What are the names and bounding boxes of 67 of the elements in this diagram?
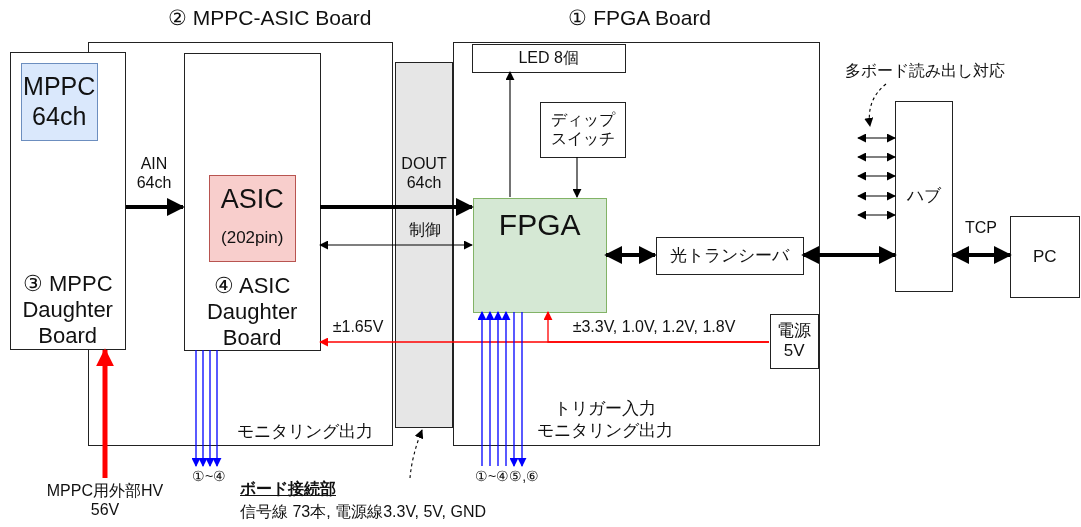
chip-title: FPGA: [497, 207, 582, 243]
led-box: [472, 44, 626, 73]
pc-box: [1010, 216, 1080, 298]
chip-box: [473, 198, 607, 313]
edge-label: ±1.65V: [331, 316, 385, 337]
arrow: [205, 349, 215, 467]
double-arrow: [857, 191, 896, 201]
box-label: ④ ASIC Daughter Board: [205, 272, 299, 351]
box-label: ハブ: [905, 185, 942, 208]
arrow: [191, 349, 201, 467]
box-label: LED 8個: [517, 47, 580, 68]
edge-label: AIN 64ch: [135, 154, 173, 193]
arrow: [501, 311, 511, 467]
chip-box: [209, 175, 296, 262]
board-label: モニタリング出力: [235, 420, 374, 443]
arrow: [505, 71, 515, 198]
chip-label: (202pin): [220, 226, 285, 249]
sensor-box: [21, 63, 98, 141]
board-label: モニタリング出力: [535, 419, 674, 442]
arrow: [212, 349, 222, 467]
edge-label: ±3.3V, 1.0V, 1.2V, 1.8V: [571, 316, 737, 337]
double-arrow: [801, 246, 897, 264]
note-text: MPPC用外部HV 56V: [35, 478, 175, 524]
leader-line: [409, 429, 424, 479]
arrow: [572, 156, 582, 198]
box-label: MPPC 64ch: [22, 71, 97, 132]
double-arrow: [951, 246, 1012, 264]
arrow: [517, 311, 527, 467]
arrow: [198, 349, 208, 467]
arrow: [493, 311, 503, 467]
daughter-board: [10, 52, 126, 350]
leader-line: [864, 83, 887, 127]
box-label: 電源5V: [776, 320, 813, 363]
hub-box: [895, 101, 953, 292]
arrow: [320, 198, 474, 216]
board-title: ① FPGA Board: [567, 5, 713, 32]
edge-label: DOUT 64ch: [400, 154, 448, 193]
note-text: 多ボード読み出し対応: [822, 58, 1027, 84]
daughter-board: [184, 53, 321, 351]
arrow: [509, 311, 519, 467]
chip-title: ASIC: [219, 182, 285, 216]
arrow: [126, 198, 185, 216]
switch-box: [540, 102, 626, 158]
transceiver-box: [656, 237, 804, 275]
power-supply-box: [770, 314, 819, 369]
board-label: トリガー入力: [552, 397, 657, 420]
double-arrow: [857, 171, 896, 181]
edge-label: 制御: [408, 219, 442, 240]
double-arrow: [857, 152, 896, 162]
box-label: ディップスイッチ: [549, 109, 617, 149]
board-title: ② MPPC-ASIC Board: [167, 5, 373, 32]
callout-number: ①~④: [182, 466, 236, 486]
double-arrow: [319, 240, 473, 250]
arrow: [477, 311, 487, 467]
box-label: ③ MPPC Daughter Board: [21, 269, 114, 350]
double-arrow: [857, 133, 896, 143]
arrow: [485, 311, 495, 467]
arrow: [319, 337, 770, 347]
box-label: 光トランシーバ: [669, 244, 791, 267]
double-arrow: [604, 246, 657, 264]
heading-text: ボード接続部: [240, 478, 337, 499]
double-arrow: [857, 210, 896, 220]
note-text: 信号線 73本, 電源線3.3V, 5V, GND: [240, 501, 487, 522]
box-label: PC: [1031, 245, 1058, 268]
arrow: [96, 348, 114, 478]
edge-label: TCP: [964, 217, 998, 238]
callout-number: ①~④⑤,⑥: [462, 466, 552, 486]
